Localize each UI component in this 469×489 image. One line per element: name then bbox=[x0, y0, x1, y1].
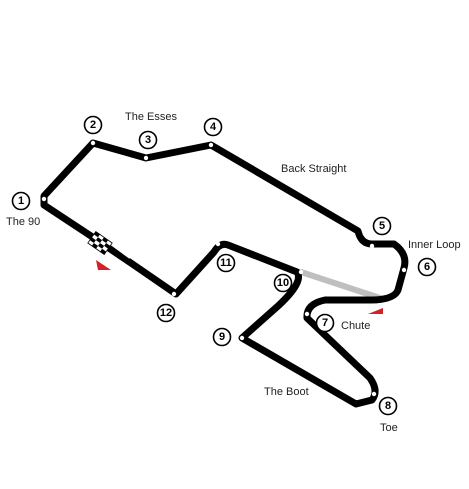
timing-marker-red bbox=[368, 308, 383, 314]
start-finish-flag bbox=[87, 230, 113, 256]
label-toe: Toe bbox=[380, 422, 398, 434]
turn-4-number: 4 bbox=[210, 121, 217, 133]
turn-6-number: 6 bbox=[424, 261, 430, 273]
pit-lane-line bbox=[47, 199, 131, 259]
apex-dot bbox=[239, 335, 245, 341]
turn-11-number: 11 bbox=[220, 257, 232, 269]
turn-2-badge: 2 bbox=[83, 115, 103, 135]
turn-6-badge: 6 bbox=[417, 257, 437, 277]
turn-12-badge: 12 bbox=[156, 303, 176, 323]
apex-dot bbox=[143, 155, 149, 161]
apex-dot bbox=[371, 391, 377, 397]
turn-3-badge: 3 bbox=[138, 130, 158, 150]
turn-7-number: 7 bbox=[322, 317, 328, 329]
turn-4-badge: 4 bbox=[203, 117, 223, 137]
turn-8-number: 8 bbox=[385, 400, 391, 412]
apex-dot bbox=[171, 291, 177, 297]
apex-dot bbox=[215, 241, 221, 247]
turn-1-number: 1 bbox=[18, 195, 24, 207]
turn-2-number: 2 bbox=[90, 119, 96, 131]
track bbox=[40, 139, 409, 408]
track-main bbox=[40, 139, 409, 408]
turn-9-number: 9 bbox=[219, 331, 225, 343]
turn-8-badge: 8 bbox=[378, 396, 398, 416]
turn-5-number: 5 bbox=[379, 220, 385, 232]
label-inner-loop: Inner Loop bbox=[408, 239, 461, 251]
apex-dot bbox=[304, 311, 310, 317]
apex-dot bbox=[41, 196, 47, 202]
turn-5-badge: 5 bbox=[372, 216, 392, 236]
turn-3-number: 3 bbox=[145, 134, 151, 146]
inner-loop-section bbox=[298, 241, 388, 301]
apex-dot bbox=[90, 140, 96, 146]
apex-dot bbox=[208, 142, 214, 148]
label-chute: Chute bbox=[341, 320, 370, 332]
apex-dot bbox=[298, 269, 304, 275]
turn-9-badge: 9 bbox=[212, 327, 232, 347]
turn-10-number: 10 bbox=[277, 277, 289, 289]
label-back-straight: Back Straight bbox=[281, 163, 346, 175]
turn-11-badge: 11 bbox=[216, 253, 236, 273]
turn-7-badge: 7 bbox=[315, 313, 335, 333]
apex-dot bbox=[369, 243, 375, 249]
label-the-90: The 90 bbox=[6, 216, 40, 228]
turn-1-badge: 1 bbox=[11, 191, 31, 211]
turn-12-number: 12 bbox=[160, 307, 172, 319]
apex-dot bbox=[401, 267, 407, 273]
apex-markers bbox=[41, 140, 407, 397]
label-the-boot: The Boot bbox=[264, 386, 309, 398]
start-marker-red bbox=[96, 260, 111, 270]
turn-10-badge: 10 bbox=[273, 273, 293, 293]
label-the-esses: The Esses bbox=[125, 111, 177, 123]
